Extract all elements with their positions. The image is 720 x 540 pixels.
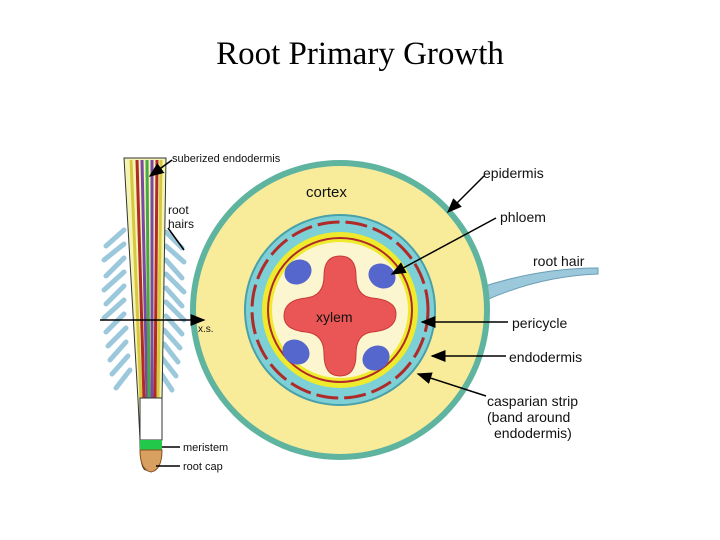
- label-casparian-3: endodermis): [494, 425, 572, 441]
- xylem-shape: [283, 255, 397, 377]
- slide-title: Root Primary Growth: [216, 36, 504, 72]
- pericycle-red-ring: [267, 237, 413, 383]
- arrow-epidermis: [446, 175, 485, 214]
- elongation-zone: [139, 397, 163, 441]
- label-xs: x.s.: [198, 324, 214, 335]
- phloem-bottom-left: [282, 339, 310, 365]
- arrow-phloem: [390, 217, 497, 275]
- label-phloem: phloem: [500, 209, 546, 225]
- arrow-suberized: [148, 159, 173, 177]
- label-root-hair: root hair: [533, 253, 585, 269]
- label-root-cap: root cap: [183, 461, 223, 473]
- cross-section: [190, 160, 599, 460]
- label-casparian-2: (band around: [487, 409, 570, 425]
- meristem-region: [140, 440, 162, 450]
- label-suberized-endodermis: suberized endodermis: [172, 153, 281, 165]
- line-root-hairs: [167, 227, 185, 251]
- phloem-bottom-right: [362, 345, 390, 371]
- phloem-top-right: [368, 263, 396, 289]
- label-endodermis: endodermis: [509, 349, 582, 365]
- label-root-hairs-2: hairs: [168, 217, 194, 231]
- vascular-strands: [129, 159, 163, 401]
- label-cortex: cortex: [306, 184, 347, 201]
- label-epidermis: epidermis: [483, 165, 544, 181]
- label-meristem: meristem: [183, 442, 228, 454]
- label-xylem: xylem: [316, 309, 353, 325]
- labels: suberized endodermis root hairs x.s. mer…: [168, 153, 585, 473]
- root-hairs-left: [101, 227, 133, 391]
- label-casparian-1: casparian strip: [487, 393, 578, 409]
- label-root-hairs-1: root: [168, 203, 189, 217]
- label-pericycle: pericycle: [512, 315, 567, 331]
- leader-lines: [100, 159, 508, 467]
- casparian-strip-ring: [250, 220, 430, 400]
- arrow-casparian: [416, 372, 487, 397]
- root-hair-extension: [481, 267, 599, 302]
- root-hairs-right: [157, 229, 187, 393]
- phloem-top-left: [284, 259, 312, 285]
- longitudinal-root: [101, 157, 187, 473]
